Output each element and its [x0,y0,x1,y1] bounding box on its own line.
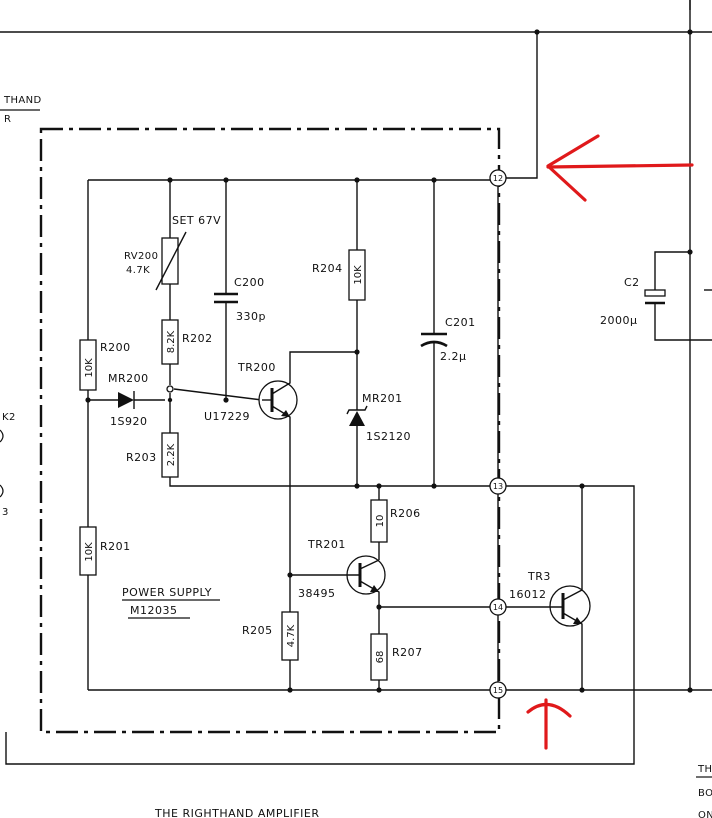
mr201-label: MR201 [362,392,403,405]
wire-to-term-12 [505,32,538,179]
wire [173,388,263,401]
junction-dot [687,687,693,693]
transistor-tr200 [258,380,298,420]
potentiometer-rv200 [161,237,179,285]
r204-value: 10K [353,265,364,285]
r203-label: R203 [126,451,157,464]
red-annotation-arrow-up [526,698,572,750]
terminal-14: 14 [489,598,507,616]
margin-text-3: 3 [2,507,9,518]
junction-dot [354,349,360,355]
terminal-12-label: 12 [493,174,503,183]
r201-value: 10K [84,542,95,562]
junction-dot [223,397,229,403]
tr200-value: U17229 [204,410,250,423]
r200-label: R200 [100,341,131,354]
terminal-15-label: 15 [493,686,503,695]
terminal-13-label: 13 [493,482,503,491]
r203-value: 2.2K [166,443,177,466]
mr201-value: 1S2120 [366,430,411,443]
r204-label: R204 [312,262,343,275]
terminal-12: 12 [489,169,507,187]
c2-value: 2000µ [600,314,638,327]
r202-label: R202 [182,332,213,345]
tr201-value: 38495 [298,587,336,600]
margin-text-th: TH [697,764,712,775]
c200-value: 330p [236,310,266,323]
block-label-power-supply: POWER SUPPLY [122,586,212,599]
mr200-label: MR200 [108,372,149,385]
junction-dot [287,572,293,578]
block-label-part-no: M12035 [130,604,177,617]
margin-text-thand: THAND [3,95,42,106]
r202-value: 8.2K [166,330,177,353]
tr3-value: 16012 [509,588,547,601]
resistor-r205 [281,611,299,661]
capacitor-c2-plate [644,289,666,297]
tr3-emitter-arrow [573,617,582,624]
wire [271,351,357,395]
mr200-value: 1S920 [110,415,147,428]
margin-text-on: ON [698,810,712,818]
module-boundary [39,127,501,734]
tr3-label: TR3 [527,570,551,583]
c201-label: C201 [445,316,476,329]
diode-mr200 [118,392,134,408]
wire [654,251,690,290]
wiper-node [166,385,174,393]
c201-value: 2.2µ [440,350,467,363]
zener-mr201 [349,411,365,426]
tr201-label: TR201 [307,538,346,551]
margin-arc-2 [0,484,4,498]
set-note: SET 67V [172,214,221,227]
junction-dot [376,483,382,489]
transistor-tr3 [549,585,591,627]
red-annotation-arrow-left [546,134,694,202]
rv200-label: RV200 [124,251,158,262]
loop-wire [5,485,635,765]
wire [359,559,380,570]
r207-label: R207 [392,646,423,659]
tr200-emitter-arrow [281,410,290,417]
r206-label: R206 [390,507,421,520]
margin-text-bo: BO [698,788,712,799]
wire [562,589,583,601]
terminal-15: 15 [489,681,507,699]
r200-value: 10K [84,358,95,378]
tr200-label: TR200 [237,361,276,374]
margin-text-k2: K2 [2,412,16,423]
mid-bus [169,477,491,487]
c200-label: C200 [234,276,265,289]
rv200-value: 4.7K [126,265,150,276]
r205-label: R205 [242,624,273,637]
wire [654,303,712,341]
junction-dot [167,397,173,403]
r205-value: 4.7K [286,624,297,647]
margin-text-r: R [4,114,11,125]
terminal-14-label: 14 [493,603,503,612]
r206-value: 10 [375,515,386,528]
r207-value: 68 [375,651,386,664]
margin-arc-1 [0,429,4,443]
c2-label: C2 [624,276,640,289]
tr201-emitter-arrow [370,585,379,592]
r201-label: R201 [100,540,131,553]
terminal-13: 13 [489,477,507,495]
zener-mr201-bar [346,405,368,415]
potentiometer-arrow [155,231,187,291]
diagram-caption: THE RIGHTHAND AMPLIFIER [154,807,320,818]
